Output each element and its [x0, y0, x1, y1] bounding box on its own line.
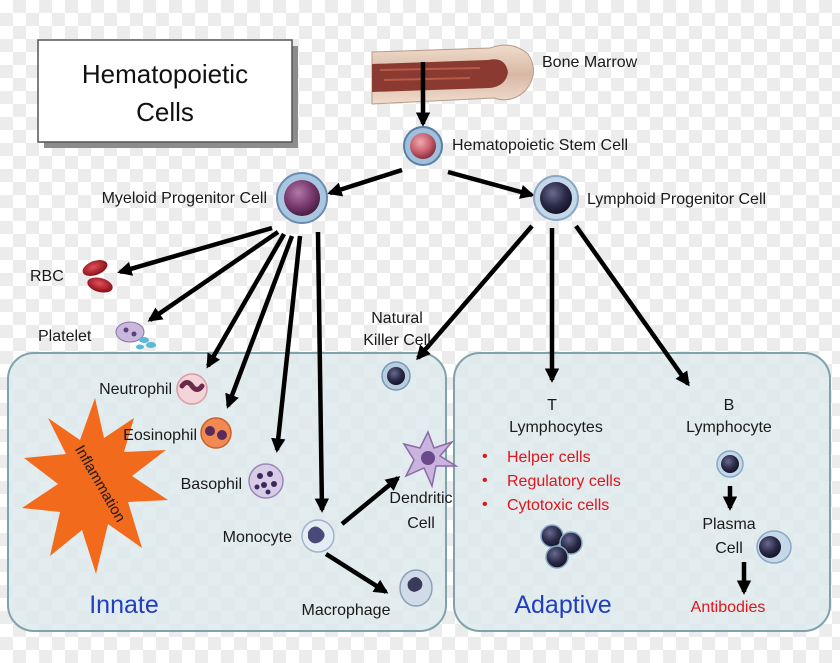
t-cell-types-list: • Helper cells • Regulatory cells • Cyto… — [482, 448, 621, 514]
monocyte-label: Monocyte — [223, 529, 292, 546]
rbc-label: RBC — [30, 268, 64, 285]
arrow-myeloid-to-neutrophil — [206, 232, 286, 369]
innate-region-label: Innate — [89, 591, 159, 619]
dendritic-label-line1: Dendritic — [389, 490, 452, 507]
t-label-line1: T — [547, 397, 557, 414]
inflammation-burst: Inflammation — [22, 398, 168, 574]
t-cell-type-item: Cytotoxic cells — [507, 497, 609, 514]
macrophage-label: Macrophage — [302, 602, 391, 619]
t-lymphocytes-icon — [540, 524, 583, 569]
arrow-stem-to-lymphoid — [447, 169, 535, 199]
stem-cell-icon — [403, 126, 443, 166]
arrow-myeloid-to-platelet — [147, 230, 280, 322]
macrophage-icon — [399, 569, 433, 607]
nk-label-line2: Killer Cell — [363, 332, 431, 349]
antibodies-label: Antibodies — [691, 599, 766, 616]
b-lymphocyte-icon — [716, 450, 744, 478]
basophil-label: Basophil — [181, 476, 242, 493]
arrow-lymphoid-to-nk — [416, 224, 534, 361]
t-cell-type-bullet: • — [482, 496, 488, 513]
monocyte-icon — [301, 519, 335, 553]
myeloid-progenitor-icon — [276, 172, 328, 224]
arrow-myeloid-to-eosinophil — [225, 235, 295, 409]
neutrophil-label: Neutrophil — [99, 381, 172, 398]
arrow-stem-to-myeloid — [327, 167, 403, 197]
lymphoid-label: Lymphoid Progenitor Cell — [587, 191, 766, 208]
adaptive-region-label: Adaptive — [514, 591, 611, 619]
plasma-cell-icon — [756, 530, 792, 564]
adaptive-region — [453, 352, 831, 632]
t-label-line2: Lymphocytes — [509, 419, 603, 436]
plasma-label-line2: Cell — [715, 540, 743, 557]
arrow-myeloid-to-rbc — [117, 225, 273, 276]
arrow-monocyte-to-dendritic — [340, 476, 401, 526]
b-label-line2: Lymphocyte — [686, 419, 772, 436]
platelet-icon — [115, 321, 156, 350]
b-label-line1: B — [724, 397, 735, 414]
title-line-1: Hematopoietic — [82, 59, 248, 89]
t-cell-type-item: Regulatory cells — [507, 473, 621, 490]
neutrophil-icon — [176, 373, 208, 405]
t-cell-type-item: Helper cells — [507, 449, 591, 466]
arrow-myeloid-to-monocyte — [314, 231, 330, 513]
myeloid-label: Myeloid Progenitor Cell — [102, 190, 267, 207]
platelet-label: Platelet — [38, 328, 92, 345]
stem-cell-label: Hematopoietic Stem Cell — [452, 137, 628, 154]
arrow-monocyte-to-macrophage — [324, 552, 389, 594]
arrow-myeloid-to-basophil — [271, 235, 303, 453]
title-line-2: Cells — [136, 97, 194, 127]
basophil-icon — [248, 463, 284, 499]
nk-label-line1: Natural — [371, 310, 423, 327]
bone-marrow-icon — [371, 44, 534, 105]
bone-marrow-label: Bone Marrow — [542, 54, 638, 71]
title-box-frame — [37, 39, 293, 143]
nk-cell-icon — [381, 361, 411, 391]
plasma-label-line1: Plasma — [702, 516, 755, 533]
arrow-lymphoid-to-b — [574, 224, 690, 387]
eosinophil-icon — [200, 417, 232, 449]
dendritic-cell-icon — [402, 430, 459, 489]
title-box: Hematopoietic Cells — [37, 39, 298, 148]
lymphoid-progenitor-icon — [533, 175, 579, 221]
dendritic-label-line2: Cell — [407, 515, 435, 532]
rbc-icon — [82, 260, 113, 293]
t-cell-type-bullet: • — [482, 448, 488, 465]
eosinophil-label: Eosinophil — [123, 427, 197, 444]
t-cell-type-bullet: • — [482, 472, 488, 489]
